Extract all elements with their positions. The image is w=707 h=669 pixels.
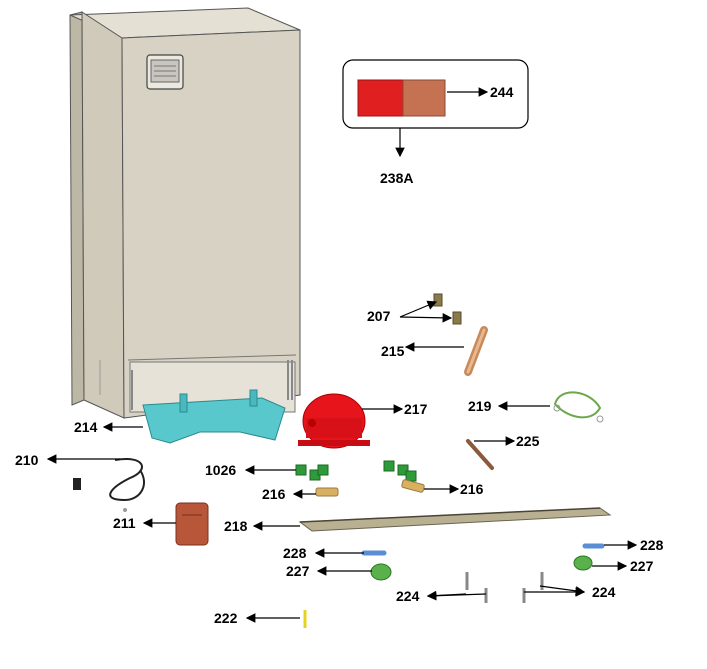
part-label-214: 214 [74, 419, 98, 435]
part-label-207: 207 [367, 308, 391, 324]
part-label-228-left: 228 [283, 545, 307, 561]
part-label-228-right: 228 [640, 537, 664, 553]
part-label-238a: 238A [380, 170, 413, 186]
part-211-relay-box [175, 502, 209, 546]
heater-inset-box [342, 59, 529, 129]
part-label-227-right: 227 [630, 558, 654, 574]
cabinet-label-plate [146, 54, 184, 90]
part-210-power-cord [73, 458, 145, 512]
part-214-drip-tray [142, 389, 286, 444]
part-1026-grommets [295, 460, 417, 482]
part-219-ground-wire [553, 391, 604, 423]
part-label-219: 219 [468, 398, 492, 414]
part-225-capillary-rod [466, 439, 494, 470]
part-216-brackets [315, 479, 425, 497]
part-label-216-right: 216 [460, 481, 484, 497]
part-label-210: 210 [15, 452, 39, 468]
refrigerator-cabinet [69, 7, 301, 419]
part-227-feet [370, 555, 593, 581]
part-label-1026: 1026 [205, 462, 236, 478]
part-label-222: 222 [214, 610, 238, 626]
part-228-screws [361, 543, 605, 556]
part-218-base-rail [298, 507, 612, 532]
part-label-216-left: 216 [262, 486, 286, 502]
part-207-connectors [433, 293, 462, 325]
part-label-215: 215 [381, 343, 405, 359]
part-label-244: 244 [490, 84, 514, 100]
part-217-compressor [298, 393, 370, 449]
part-224-bolts [465, 572, 544, 603]
part-label-211: 211 [113, 515, 136, 531]
part-label-227-left: 227 [286, 563, 310, 579]
part-label-224-right: 224 [592, 584, 616, 600]
part-label-225: 225 [516, 433, 540, 449]
part-label-217: 217 [404, 401, 428, 417]
part-label-224-left: 224 [396, 588, 420, 604]
part-215-filter-drier [464, 326, 488, 376]
part-label-218: 218 [224, 518, 248, 534]
